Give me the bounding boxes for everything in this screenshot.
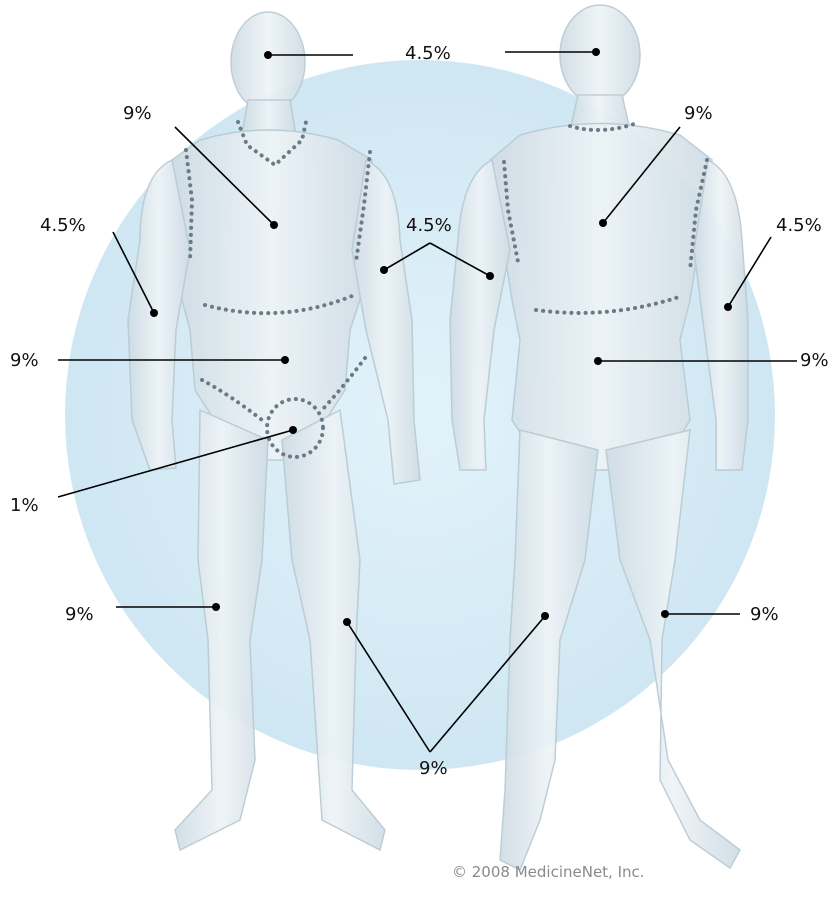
dot-arm-left bbox=[150, 309, 158, 317]
dot-front-chest bbox=[270, 221, 278, 229]
dot-arms-center-b bbox=[486, 272, 494, 280]
dot-head-front bbox=[264, 51, 272, 59]
label-back-thigh: 9% bbox=[750, 606, 779, 624]
label-head: 4.5% bbox=[405, 45, 451, 63]
back-torso bbox=[490, 124, 712, 471]
label-back-upper: 9% bbox=[684, 105, 713, 123]
dot-back-upper bbox=[599, 219, 607, 227]
dot-lower-legs-b bbox=[541, 612, 549, 620]
dot-arm-right bbox=[724, 303, 732, 311]
dot-front-thigh bbox=[212, 603, 220, 611]
label-front-thigh: 9% bbox=[65, 606, 94, 624]
dot-front-abdomen bbox=[281, 356, 289, 364]
dot-lower-legs-a bbox=[343, 618, 351, 626]
front-head bbox=[231, 12, 305, 112]
dot-head-back bbox=[592, 48, 600, 56]
label-arm-right: 4.5% bbox=[776, 217, 822, 235]
label-lower-legs: 9% bbox=[419, 760, 448, 778]
back-head bbox=[560, 5, 640, 105]
label-back-lower: 9% bbox=[800, 352, 829, 370]
copyright-notice: © 2008 MedicineNet, Inc. bbox=[452, 863, 645, 881]
dot-back-thigh bbox=[661, 610, 669, 618]
label-genitals: 1% bbox=[10, 497, 39, 515]
label-front-chest: 9% bbox=[123, 105, 152, 123]
dot-genitals bbox=[289, 426, 297, 434]
label-arms-center: 4.5% bbox=[406, 217, 452, 235]
dot-back-lower bbox=[594, 357, 602, 365]
label-front-abdomen: 9% bbox=[10, 352, 39, 370]
dot-arms-center-a bbox=[380, 266, 388, 274]
label-arm-left: 4.5% bbox=[40, 217, 86, 235]
